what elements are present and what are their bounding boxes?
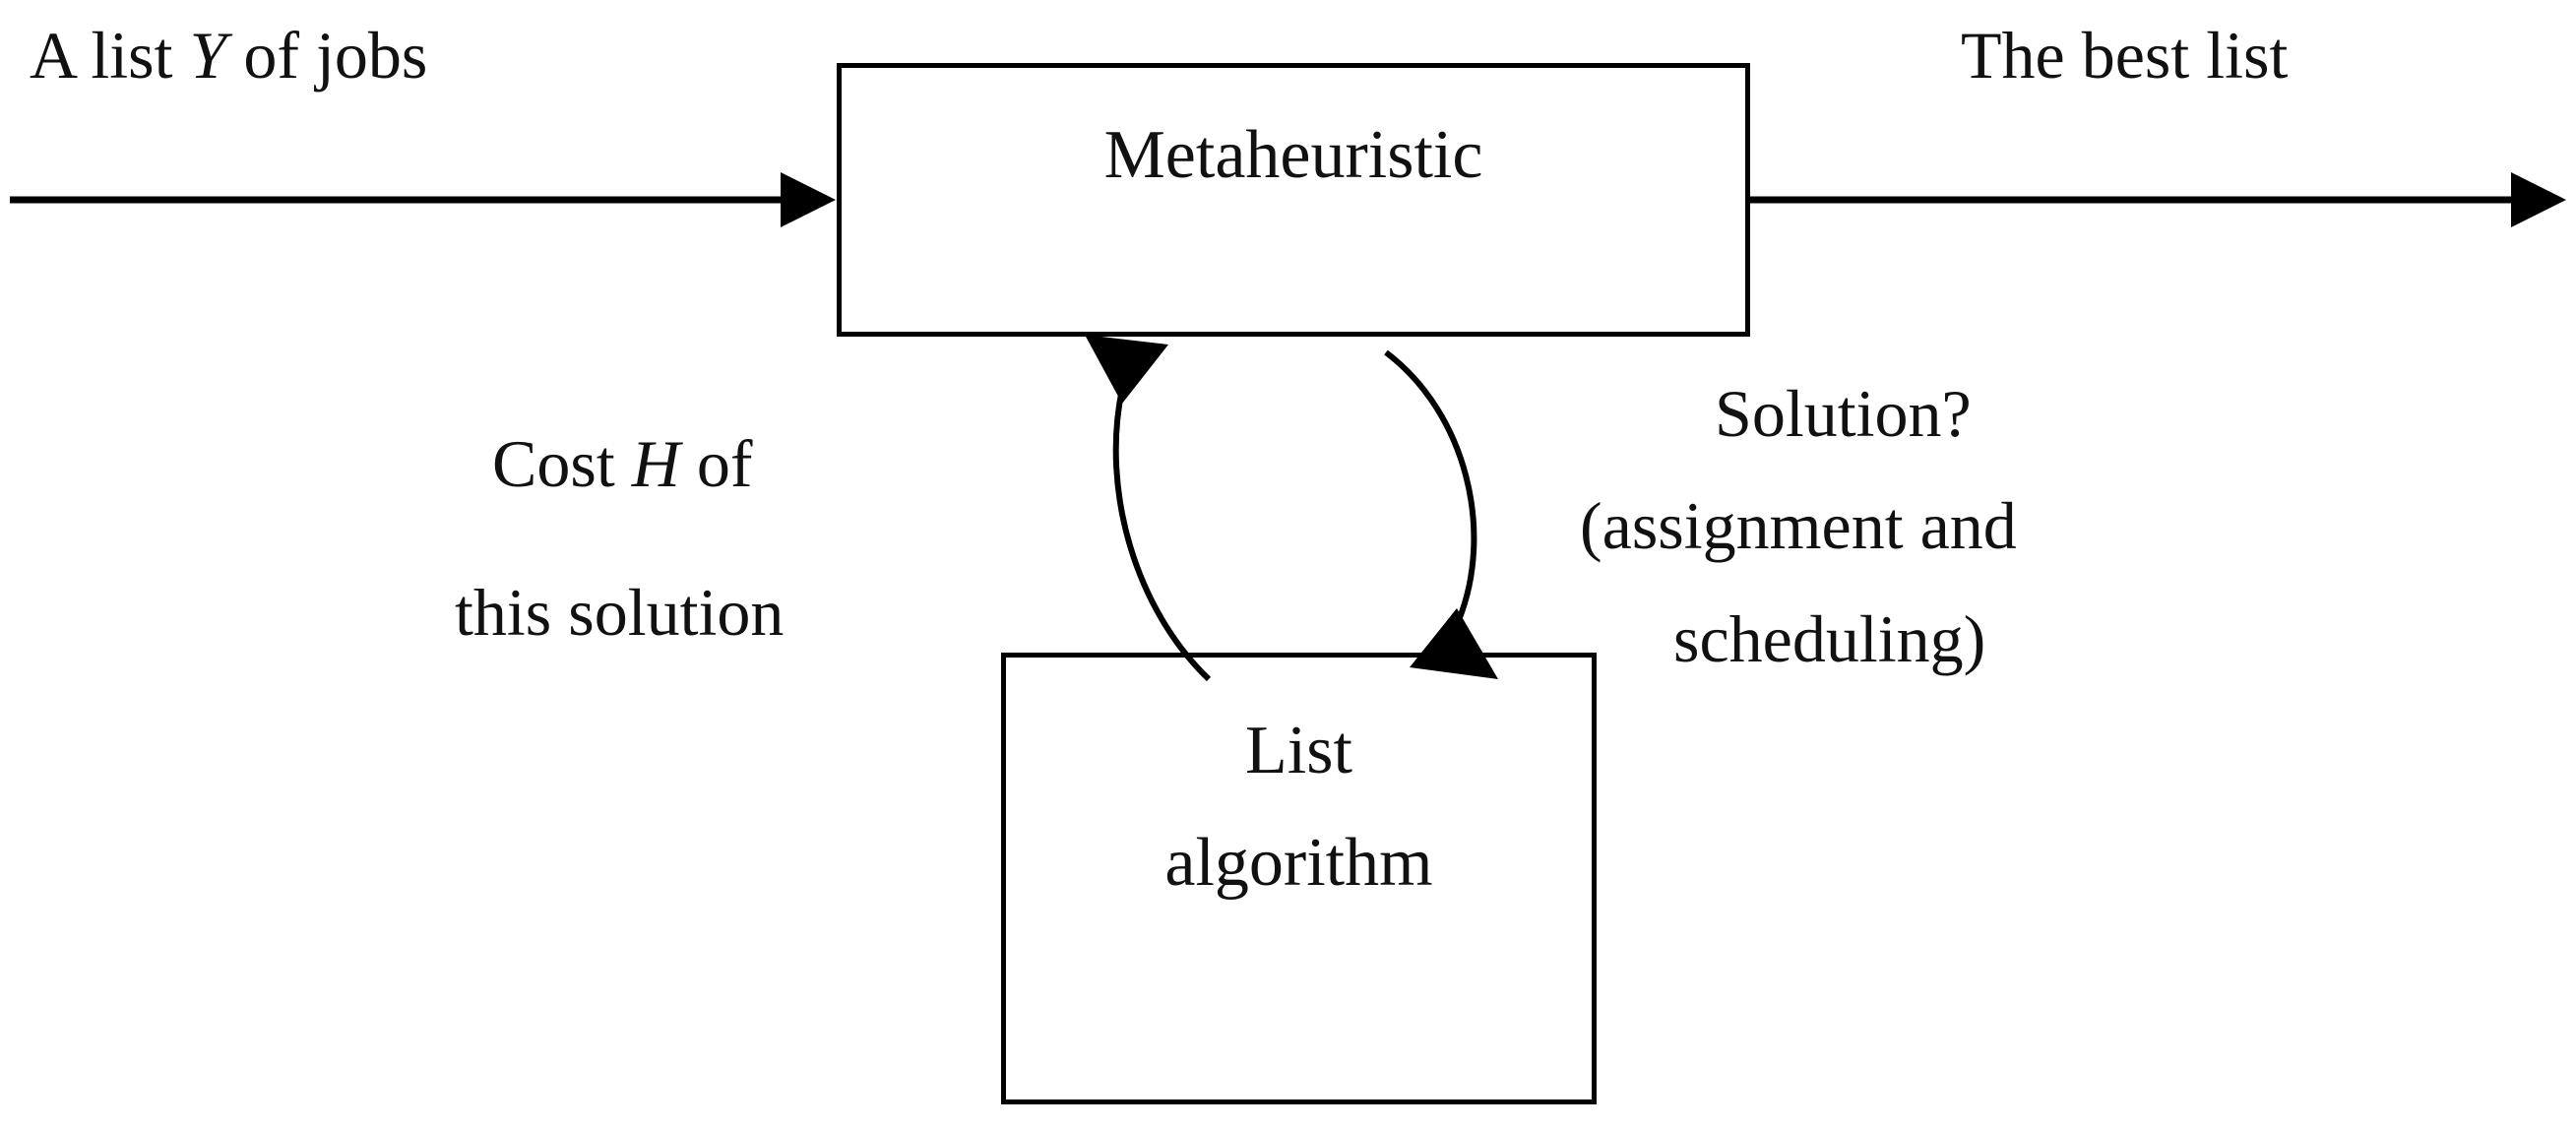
solution-label-line3: scheduling) <box>1673 601 1986 676</box>
solution-label-line1: Solution? <box>1715 376 1972 451</box>
feedback-up-arrow <box>1085 335 1212 682</box>
cost-label-suffix: of <box>679 426 753 501</box>
list-algorithm-box[interactable]: List algorithm <box>1001 653 1597 1104</box>
input-label-symbol: Y <box>189 18 227 93</box>
cost-label-line2: this solution <box>455 575 785 650</box>
solution-label-line2: (assignment and <box>1580 488 2017 563</box>
feedback-down-arrow <box>1384 349 1498 679</box>
cost-label-line1: Cost H of <box>492 430 752 497</box>
metaheuristic-box-label: Metaheuristic <box>1103 117 1483 193</box>
metaheuristic-box[interactable]: Metaheuristic <box>837 63 1750 337</box>
cost-label-symbol: H <box>631 426 680 501</box>
input-label-prefix: A list <box>30 18 190 93</box>
input-label: A list Y of jobs <box>30 22 427 89</box>
list-algorithm-box-label-line1: List <box>1245 713 1352 788</box>
list-algorithm-box-label-line2: algorithm <box>1164 825 1433 901</box>
input-label-suffix: of jobs <box>226 18 428 93</box>
cost-label-prefix: Cost <box>492 426 632 501</box>
output-label: The best list <box>1961 18 2289 93</box>
